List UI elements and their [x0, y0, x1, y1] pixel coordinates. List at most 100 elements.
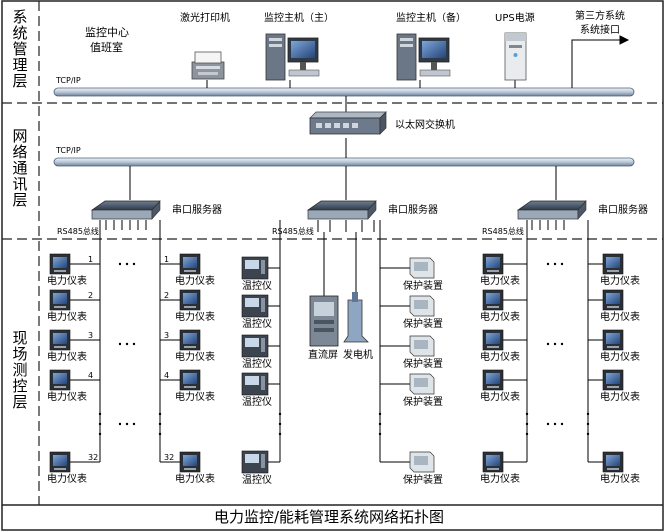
power-meter-label: 电力仪表: [175, 276, 215, 287]
ellipsis-dot: [278, 412, 282, 416]
meter-number-2: 2: [88, 291, 94, 300]
ellipsis-dot: [560, 422, 564, 426]
power-meter-icon: [49, 369, 71, 391]
power-meter-icon: [179, 451, 201, 473]
protection-icon: [409, 335, 435, 357]
dc-screen-label: 直流屏: [308, 350, 338, 361]
tcpip-bus-middle: [53, 157, 635, 167]
power-meter-icon: [482, 369, 504, 391]
power-meter-icon: [482, 253, 504, 275]
ellipsis-dot: [378, 412, 382, 416]
serial-server-icon-1: [90, 200, 161, 220]
protection-label: 保护装置: [403, 475, 443, 486]
power-meter-label: 电力仪表: [175, 312, 215, 323]
power-meter-icon: [602, 329, 624, 351]
ellipsis-dot: [278, 432, 282, 436]
power-meter-icon: [482, 451, 504, 473]
duty-room-label: 值班室: [90, 41, 123, 54]
meter-number-1: 1: [164, 255, 170, 264]
power-meter-label: 电力仪表: [47, 312, 87, 323]
protection-label: 保护装置: [403, 359, 443, 370]
ellipsis-dot: [586, 412, 590, 416]
ellipsis-dot: [560, 262, 564, 266]
power-meter-label: 电力仪表: [480, 312, 520, 323]
temp-meter-label: 温控仪: [242, 475, 272, 486]
host-main-label: 监控主机（主）: [264, 13, 334, 24]
ellipsis-dot: [98, 412, 102, 416]
ups-label: UPS电源: [495, 13, 535, 24]
laser-printer-label: 激光打印机: [180, 13, 230, 24]
meter-number-2: 2: [164, 291, 170, 300]
power-meter-label: 电力仪表: [47, 276, 87, 287]
power-meter-icon: [179, 329, 201, 351]
ellipsis-dot: [525, 422, 529, 426]
ellipsis-dot: [98, 432, 102, 436]
serial-server-label-1: 串口服务器: [172, 205, 222, 216]
third-party-label-1: 第三方系统: [575, 11, 625, 22]
ethernet-switch-icon: [309, 111, 387, 135]
power-meter-icon: [602, 253, 624, 275]
printer-icon: [191, 51, 225, 80]
power-meter-label: 电力仪表: [480, 474, 520, 485]
diagram-title: 电力监控/能耗管理系统网络拓扑图: [214, 508, 445, 526]
ellipsis-dot: [553, 342, 557, 346]
power-meter-icon: [602, 369, 624, 391]
power-meter-icon: [482, 329, 504, 351]
ellipsis-dot: [560, 342, 564, 346]
power-meter-label: 电力仪表: [480, 352, 520, 363]
power-meter-icon: [49, 253, 71, 275]
power-meter-label: 电力仪表: [47, 352, 87, 363]
protection-label: 保护装置: [403, 319, 443, 330]
temp-meter-label: 温控仪: [242, 281, 272, 292]
power-meter-label: 电力仪表: [600, 312, 640, 323]
ellipsis-dot: [525, 412, 529, 416]
temp-meter-label: 温控仪: [242, 397, 272, 408]
power-meter-label: 电力仪表: [175, 352, 215, 363]
ellipsis-dot: [546, 422, 550, 426]
protection-label: 保护装置: [403, 397, 443, 408]
host-backup-icon: [396, 33, 451, 81]
serial-server-icon-2: [306, 200, 377, 220]
protection-icon: [409, 257, 435, 279]
temp-meter-icon: [241, 450, 269, 474]
power-meter-label: 电力仪表: [47, 474, 87, 485]
meter-number-4: 4: [164, 371, 170, 380]
serial-server-label-3: 串口服务器: [598, 205, 648, 216]
temp-meter-label: 温控仪: [242, 319, 272, 330]
ellipsis-dot: [158, 432, 162, 436]
generator-icon: [343, 292, 369, 343]
generator-label: 发电机: [343, 350, 373, 361]
rs485-label-2: RS485总线: [272, 227, 314, 236]
ellipsis-dot: [132, 262, 136, 266]
host-main-icon: [265, 33, 320, 81]
power-meter-icon: [49, 329, 71, 351]
power-meter-label: 电力仪表: [47, 392, 87, 403]
tcpip-bus-top: [53, 87, 635, 97]
power-meter-icon: [49, 289, 71, 311]
power-meter-label: 电力仪表: [600, 276, 640, 287]
meter-number-3: 3: [88, 331, 94, 340]
temp-meter-icon: [241, 294, 269, 318]
ellipsis-dot: [118, 422, 122, 426]
temp-meter-label: 温控仪: [242, 359, 272, 370]
ellipsis-dot: [546, 262, 550, 266]
temp-meter-icon: [241, 334, 269, 358]
top-connections: [129, 35, 630, 200]
protection-icon: [409, 373, 435, 395]
ellipsis-dot: [125, 262, 129, 266]
power-meter-label: 电力仪表: [480, 276, 520, 287]
ellipsis-dot: [278, 422, 282, 426]
protection-label: 保护装置: [403, 281, 443, 292]
ellipsis-dot: [158, 422, 162, 426]
ellipsis-dot: [118, 262, 122, 266]
host-backup-label: 监控主机（备）: [396, 13, 466, 24]
ellipsis-dot: [546, 342, 550, 346]
tcpip-label-top: TCP/IP: [56, 76, 81, 85]
field-layer-shapes: [49, 200, 624, 474]
rs485-label-1: RS485总线: [57, 227, 99, 236]
power-meter-label: 电力仪表: [480, 392, 520, 403]
meter-number-1: 1: [88, 255, 94, 264]
power-meter-label: 电力仪表: [600, 352, 640, 363]
power-meter-icon: [482, 289, 504, 311]
